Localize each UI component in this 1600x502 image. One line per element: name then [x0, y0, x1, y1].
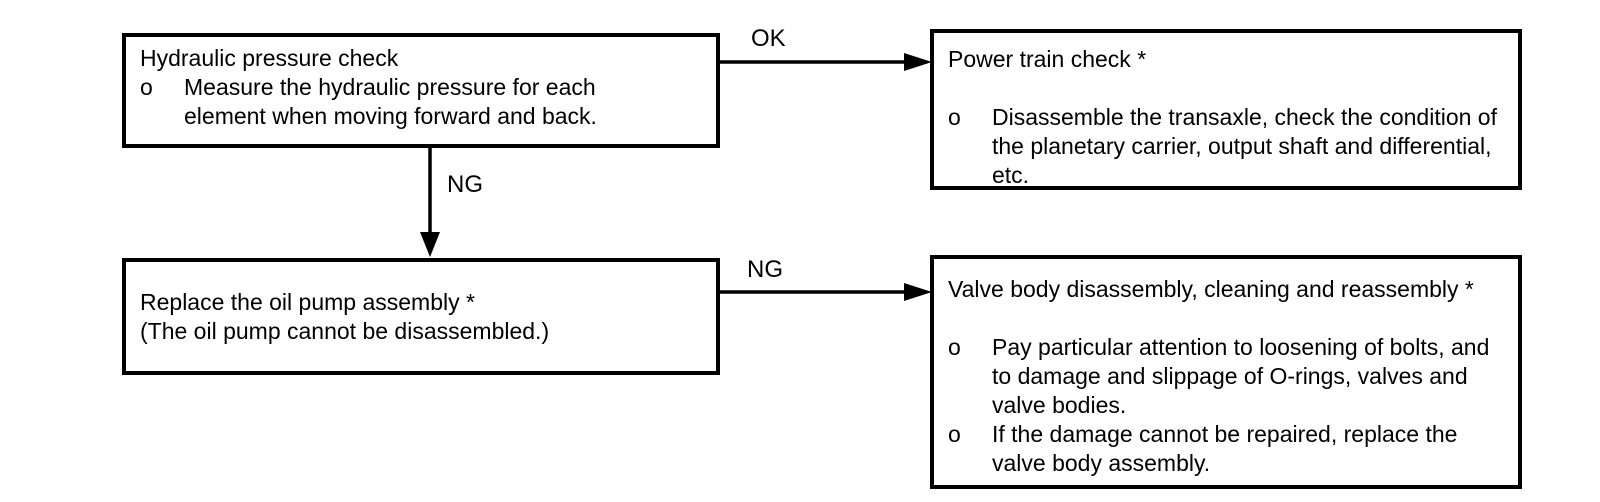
- bullet-text: Disassemble the transaxle, check the con…: [992, 104, 1497, 188]
- connector-label-ng-right: NG: [747, 256, 783, 283]
- bullet-text: Pay particular attention to loosening of…: [992, 334, 1490, 418]
- bullet-text: If the damage cannot be repaired, replac…: [992, 421, 1458, 476]
- arrow-ng-down: [420, 148, 440, 257]
- box-note: (The oil pump cannot be disassembled.): [140, 317, 550, 344]
- bullet-marker: o: [948, 104, 961, 130]
- bullet-marker: o: [948, 334, 961, 360]
- box-title: Replace the oil pump assembly *: [140, 288, 475, 315]
- bullet-item: o Disassemble the transaxle, check the c…: [948, 103, 1504, 190]
- box-title: Valve body disassembly, cleaning and rea…: [948, 276, 1474, 302]
- connector-label-ok: OK: [751, 25, 786, 52]
- bullet-item: o Measure the hydraulic pressure for eac…: [140, 73, 702, 131]
- bullet-list: o Disassemble the transaxle, check the c…: [948, 103, 1504, 190]
- box-title: Hydraulic pressure check: [140, 45, 399, 71]
- box-power-train-check: Power train check * o Disassemble the tr…: [930, 29, 1522, 190]
- bullet-list: o Measure the hydraulic pressure for eac…: [140, 73, 702, 131]
- connector-label-ng-down: NG: [447, 171, 483, 198]
- bullet-item: o If the damage cannot be repaired, repl…: [948, 420, 1504, 478]
- box-replace-oil-pump: Replace the oil pump assembly * (The oil…: [122, 258, 720, 375]
- arrow-ok-right: [720, 53, 932, 71]
- bullet-text: Measure the hydraulic pressure for each …: [184, 74, 597, 129]
- bullet-marker: o: [140, 74, 153, 100]
- box-valve-body-service: Valve body disassembly, cleaning and rea…: [930, 255, 1522, 489]
- arrow-ng-right: [720, 283, 932, 301]
- box-title: Power train check *: [948, 46, 1147, 72]
- box-hydraulic-pressure-check: Hydraulic pressure check o Measure the h…: [122, 33, 720, 148]
- bullet-item: o Pay particular attention to loosening …: [948, 333, 1504, 420]
- bullet-marker: o: [948, 421, 961, 447]
- bullet-list: o Pay particular attention to loosening …: [948, 333, 1504, 478]
